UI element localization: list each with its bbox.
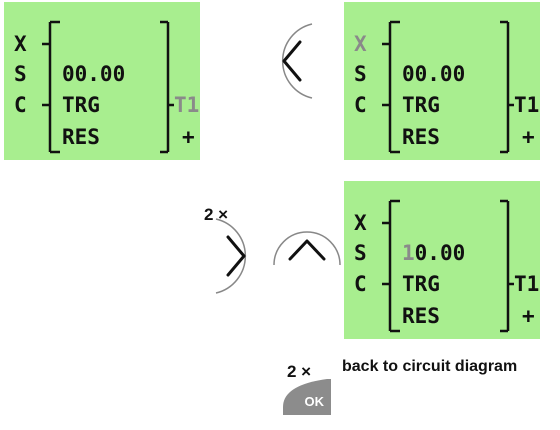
chevron-left-icon: [282, 40, 302, 82]
repeat-count-right: 2 ×: [204, 205, 229, 224]
bracket-lines: [382, 199, 514, 333]
ok-key-shape: [283, 379, 331, 415]
time-value: 00.00: [62, 62, 126, 86]
lcd-display-1: X S C 00.00 TRG RES T1 +: [4, 2, 200, 160]
label-c: C: [14, 93, 27, 117]
label-x: X: [354, 32, 367, 56]
time-value: 00.00: [402, 62, 466, 86]
lcd-display-3: X S C 10.00 TRG RES T1 +: [344, 181, 540, 339]
back-to-circuit-diagram-text: back to circuit diagram: [342, 358, 518, 375]
ok-button[interactable]: OK: [277, 375, 333, 417]
plus-sign: +: [522, 125, 535, 149]
time-value: 10.00: [402, 241, 466, 265]
highlighted-digit: 1: [402, 241, 415, 265]
trg-label: TRG: [62, 93, 100, 117]
left-arrow-button[interactable]: [270, 20, 320, 102]
chevron-up-icon: [288, 239, 326, 261]
timer-tag: T1: [514, 93, 540, 117]
label-s: S: [354, 62, 367, 86]
label-s: S: [14, 62, 27, 86]
label-c: C: [354, 93, 367, 117]
trg-label: TRG: [402, 93, 440, 117]
label-x: X: [354, 211, 367, 235]
label-c: C: [354, 272, 367, 296]
repeat-count-ok: 2 ×: [287, 362, 312, 381]
trg-label: TRG: [402, 272, 440, 296]
timer-tag: T1: [514, 272, 540, 296]
chevron-right-icon: [226, 235, 246, 277]
res-label: RES: [402, 125, 440, 149]
bracket-lines: [42, 20, 174, 154]
right-arrow-button[interactable]: [208, 215, 258, 297]
ok-label: OK: [304, 394, 325, 409]
res-label: RES: [62, 125, 100, 149]
res-label: RES: [402, 304, 440, 328]
bracket-lines: [382, 20, 514, 154]
label-x: X: [14, 32, 27, 56]
plus-sign: +: [182, 125, 195, 149]
up-arrow-button[interactable]: [270, 225, 344, 275]
timer-tag: T1: [174, 93, 200, 117]
label-s: S: [354, 241, 367, 265]
lcd-display-2: X S C 00.00 TRG RES T1 +: [344, 2, 540, 160]
plus-sign: +: [522, 304, 535, 328]
